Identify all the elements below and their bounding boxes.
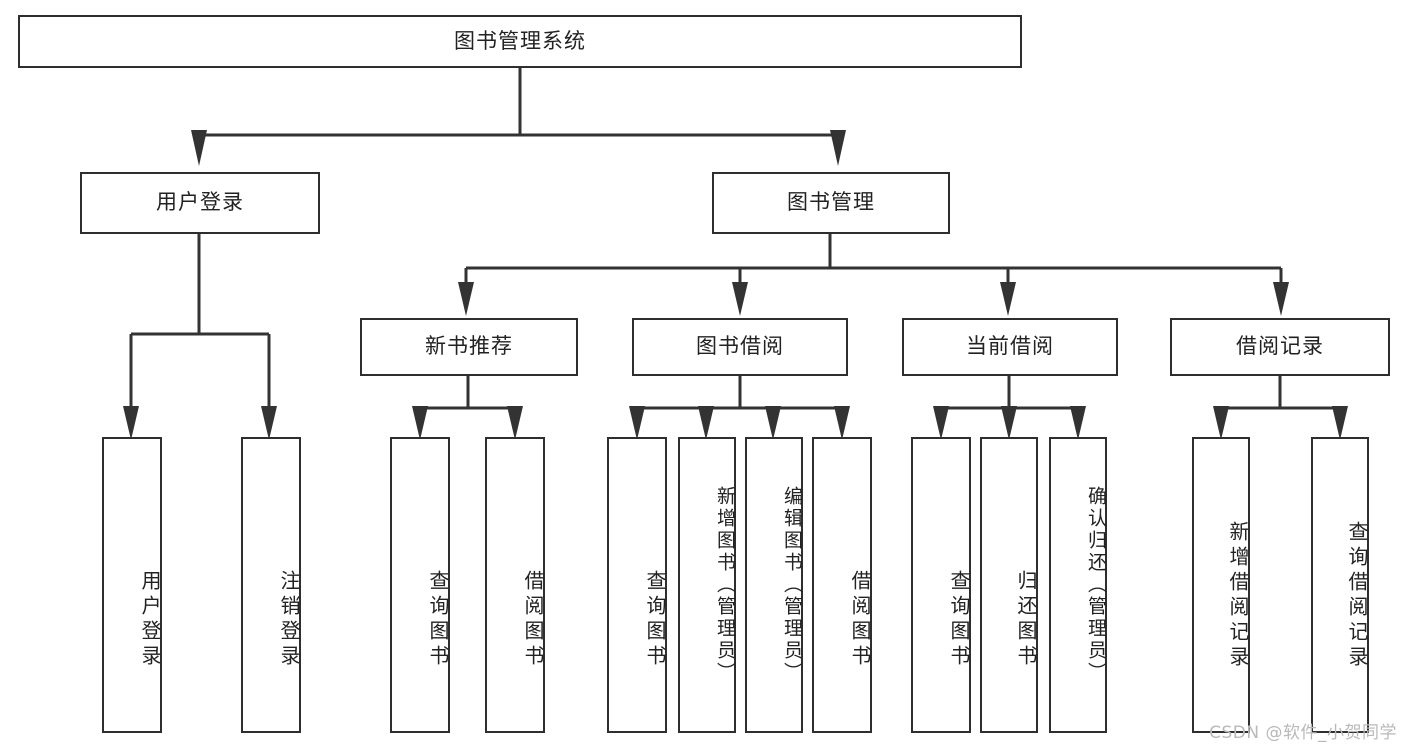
node-leaf-borrow-add[interactable]: 新增图书（管理员） <box>678 437 736 733</box>
node-leaf-cur-query[interactable]: 查询图书 <box>911 437 971 733</box>
node-book-borrow[interactable]: 图书借阅 <box>632 318 848 376</box>
arrow-user-login <box>191 130 207 166</box>
node-leaf-rec-search-label: 查询借阅记录 <box>1345 521 1369 671</box>
node-borrow-record-label: 借阅记录 <box>1236 334 1324 359</box>
node-book-borrow-label: 图书借阅 <box>696 334 784 359</box>
node-leaf-borrow-lend-label: 借阅图书 <box>848 569 872 670</box>
node-leaf-cur-return-label: 归还图书 <box>1014 569 1038 670</box>
node-leaf-rec-borrow-label: 借阅图书 <box>521 569 545 670</box>
node-leaf-borrow-edit[interactable]: 编辑图书（管理员） <box>745 437 803 733</box>
arrow-leaf-rec-borrow <box>507 406 523 440</box>
node-new-book-rec-label: 新书推荐 <box>425 334 513 359</box>
arrow-new-book-rec <box>458 282 474 316</box>
arrow-leaf-borrow-query <box>629 406 645 440</box>
node-new-book-rec[interactable]: 新书推荐 <box>360 318 578 376</box>
node-leaf-rec-query[interactable]: 查询图书 <box>390 437 450 733</box>
node-leaf-user-logout-label: 注销登录 <box>277 569 301 670</box>
arrow-leaf-user-logout <box>261 406 277 440</box>
arrow-leaf-cur-query <box>933 406 949 440</box>
node-leaf-cur-confirm[interactable]: 确认归还（管理员） <box>1049 437 1107 733</box>
node-book-manage-label: 图书管理 <box>787 190 875 215</box>
arrow-leaf-cur-return <box>1001 406 1017 440</box>
node-leaf-rec-query-label: 查询图书 <box>426 569 450 670</box>
node-leaf-borrow-query[interactable]: 查询图书 <box>607 437 667 733</box>
watermark-text: CSDN @软件_小贺同学 <box>1209 723 1397 743</box>
arrow-leaf-rec-search <box>1332 406 1348 440</box>
node-user-login-label: 用户登录 <box>156 190 244 215</box>
node-root[interactable]: 图书管理系统 <box>18 15 1022 68</box>
node-leaf-borrow-add-label: 新增图书（管理员） <box>714 486 736 684</box>
node-leaf-rec-add[interactable]: 新增借阅记录 <box>1192 437 1250 733</box>
node-leaf-cur-query-label: 查询图书 <box>947 569 971 670</box>
node-current-borrow[interactable]: 当前借阅 <box>902 318 1118 376</box>
node-root-label: 图书管理系统 <box>454 28 586 53</box>
arrow-current-borrow <box>1000 282 1016 316</box>
node-leaf-borrow-query-label: 查询图书 <box>643 569 667 670</box>
node-leaf-borrow-lend[interactable]: 借阅图书 <box>812 437 872 733</box>
node-leaf-borrow-edit-label: 编辑图书（管理员） <box>781 486 803 684</box>
arrow-borrow-record <box>1273 282 1289 316</box>
arrow-leaf-borrow-lend <box>834 406 850 440</box>
arrow-leaf-borrow-add <box>698 406 714 440</box>
node-leaf-cur-confirm-label: 确认归还（管理员） <box>1085 486 1107 684</box>
node-book-manage[interactable]: 图书管理 <box>712 172 950 234</box>
node-current-borrow-label: 当前借阅 <box>966 334 1054 359</box>
node-leaf-user-login-label: 用户登录 <box>138 569 162 670</box>
arrow-leaf-cur-confirm <box>1070 406 1086 440</box>
arrow-leaf-rec-add <box>1213 406 1229 440</box>
node-leaf-user-login[interactable]: 用户登录 <box>102 437 162 733</box>
arrow-leaf-borrow-edit <box>765 406 781 440</box>
node-leaf-user-logout[interactable]: 注销登录 <box>241 437 301 733</box>
arrow-book-borrow <box>732 282 748 316</box>
node-leaf-rec-borrow[interactable]: 借阅图书 <box>485 437 545 733</box>
node-borrow-record[interactable]: 借阅记录 <box>1170 318 1390 376</box>
node-leaf-rec-search[interactable]: 查询借阅记录 <box>1311 437 1369 733</box>
arrow-book-manage <box>830 130 846 166</box>
arrow-leaf-rec-query <box>412 406 428 440</box>
arrow-leaf-user-login <box>123 406 139 440</box>
node-leaf-rec-add-label: 新增借阅记录 <box>1226 521 1250 671</box>
node-leaf-cur-return[interactable]: 归还图书 <box>980 437 1038 733</box>
node-user-login[interactable]: 用户登录 <box>80 172 320 234</box>
